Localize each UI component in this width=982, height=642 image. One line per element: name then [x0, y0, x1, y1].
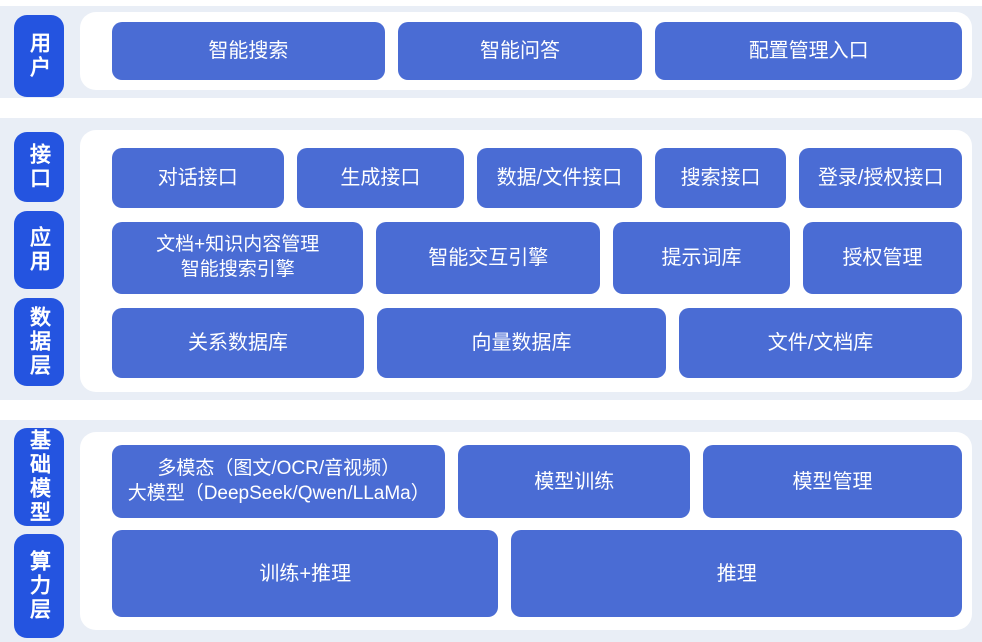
- block-data-file-api: 数据/文件接口: [477, 148, 642, 208]
- middle-layers-label-column: 接口 应用 数据层: [0, 118, 80, 386]
- compute-layer-row: 训练+推理 推理: [112, 530, 962, 617]
- block-config-management-entry: 配置管理入口: [655, 22, 962, 80]
- block-multimodal-large-model: 多模态（图文/OCR/音视频） 大模型（DeepSeek/Qwen/LLaMa）: [112, 445, 446, 518]
- layer-label-user: 用户: [14, 15, 64, 97]
- block-file-document-store: 文件/文档库: [679, 308, 962, 378]
- band-user-layer: 用户 智能搜索 智能问答 配置管理入口: [0, 6, 982, 98]
- multimodal-line-2: 大模型（DeepSeek/Qwen/LLaMa）: [127, 482, 430, 504]
- layer-label-data: 数据层: [14, 298, 64, 386]
- application-layer-row: 文档+知识内容管理 智能搜索引擎 智能交互引擎 提示词库 授权管理: [112, 222, 962, 294]
- layer-label-base-model: 基础模型: [14, 428, 64, 526]
- block-search-api: 搜索接口: [654, 148, 787, 208]
- doc-engine-line-2: 智能搜索引擎: [180, 259, 295, 280]
- block-smart-interaction-engine: 智能交互引擎: [376, 222, 601, 294]
- user-layer-row: 智能搜索 智能问答 配置管理入口: [112, 22, 962, 80]
- block-training-plus-inference: 训练+推理: [112, 530, 499, 617]
- bottom-layers-label-column: 基础模型 算力层: [0, 420, 80, 638]
- block-model-training: 模型训练: [458, 445, 691, 518]
- block-relational-database: 关系数据库: [112, 308, 365, 378]
- block-prompt-library: 提示词库: [613, 222, 790, 294]
- interface-layer-row: 对话接口 生成接口 数据/文件接口 搜索接口 登录/授权接口: [112, 148, 962, 208]
- multimodal-line-1: 多模态（图文/OCR/音视频）: [157, 457, 401, 479]
- middle-layers-panel: 对话接口 生成接口 数据/文件接口 搜索接口 登录/授权接口 文档+知识内容管理…: [80, 130, 972, 392]
- block-dialog-api: 对话接口: [112, 148, 284, 208]
- block-smart-search: 智能搜索: [112, 22, 385, 80]
- layer-label-compute: 算力层: [14, 534, 64, 638]
- block-model-management: 模型管理: [703, 445, 962, 518]
- block-vector-database: 向量数据库: [377, 308, 667, 378]
- block-doc-knowledge-search-engine: 文档+知识内容管理 智能搜索引擎: [112, 222, 364, 294]
- user-layer-label-column: 用户: [0, 6, 80, 97]
- layer-label-application: 应用: [14, 211, 64, 289]
- base-model-layer-row: 多模态（图文/OCR/音视频） 大模型（DeepSeek/Qwen/LLaMa）…: [112, 445, 962, 518]
- block-inference: 推理: [511, 530, 962, 617]
- user-layer-panel: 智能搜索 智能问答 配置管理入口: [80, 12, 972, 90]
- block-login-auth-api: 登录/授权接口: [799, 148, 962, 208]
- doc-engine-line-1: 文档+知识内容管理: [156, 234, 320, 256]
- data-layer-row: 关系数据库 向量数据库 文件/文档库: [112, 308, 962, 378]
- band-bottom-layers: 基础模型 算力层 多模态（图文/OCR/音视频） 大模型（DeepSeek/Qw…: [0, 420, 982, 642]
- band-middle-layers: 接口 应用 数据层 对话接口 生成接口 数据/文件接口 搜索接口 登录/授权接口…: [0, 118, 982, 400]
- bottom-layers-panel: 多模态（图文/OCR/音视频） 大模型（DeepSeek/Qwen/LLaMa）…: [80, 432, 972, 630]
- block-smart-qa: 智能问答: [397, 22, 643, 80]
- block-authorization-management: 授权管理: [802, 222, 962, 294]
- block-generation-api: 生成接口: [296, 148, 465, 208]
- layer-label-interface: 接口: [14, 132, 64, 202]
